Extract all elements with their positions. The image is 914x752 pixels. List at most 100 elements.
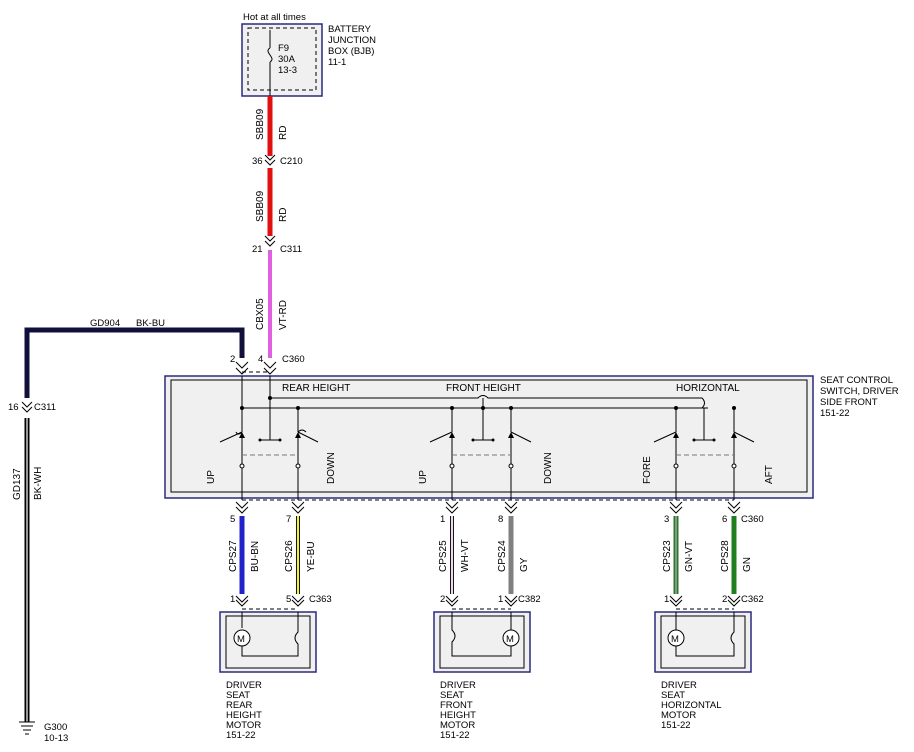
c210-pin: 36	[252, 156, 263, 167]
ground-wire-gd137: GD137 BK-WH	[12, 418, 44, 722]
bjb-title-4: 11-1	[328, 57, 346, 68]
color-label: GN-VT	[684, 541, 695, 572]
motor-glyph: M	[671, 634, 679, 645]
color-label: GY	[519, 557, 530, 572]
pin-top: 7	[286, 514, 291, 525]
fuse-name: F9	[278, 43, 289, 54]
pin-top: 1	[440, 514, 445, 525]
pin-bottom: 1	[498, 594, 503, 605]
ground-symbol: G300 10-13	[19, 721, 68, 744]
pin-top: 6	[722, 514, 727, 525]
connector-c311-ground: 16 C311	[8, 401, 56, 413]
feed-wire-cbx05: CBX05 VT-RD	[255, 250, 289, 358]
c311-name: C311	[280, 244, 302, 255]
circuit-label: CPS26	[284, 540, 295, 572]
pin-bottom: 1	[664, 594, 669, 605]
circuit-label: SBB09	[255, 190, 266, 222]
motor-label-2: SEAT	[661, 690, 685, 701]
motor-horizontal: M DRIVER SEAT HORIZONTAL MOTOR 151-22	[654, 611, 752, 731]
color-label: BU-BN	[250, 541, 261, 572]
ground-point: G300	[44, 722, 67, 733]
label-down-front: DOWN	[543, 452, 554, 484]
circuit-label: GD137	[12, 468, 23, 500]
c360-pin-ground: 2	[230, 354, 235, 365]
pin-bottom: 5	[286, 594, 291, 605]
c360-pin-feed: 4	[258, 354, 263, 365]
fuse-ref: 13-3	[278, 65, 297, 76]
color-label: RD	[278, 126, 289, 140]
pin-bottom: 2	[440, 594, 445, 605]
pin-top: 8	[498, 514, 503, 525]
wire-cps26: 7 CPS26 YE-BU 5 C363	[284, 514, 332, 605]
section-horizontal: HORIZONTAL	[676, 383, 740, 394]
c311-pin: 21	[252, 244, 263, 255]
bjb-title-3: BOX (BJB)	[328, 46, 374, 57]
motor-label-2: SEAT	[440, 690, 464, 701]
circuit-label: CPS23	[662, 540, 673, 572]
label-up-rear: UP	[206, 470, 217, 484]
motor-label-3: FRONT	[440, 700, 473, 711]
wire-cps28: 6 CPS28 GN 2 C362	[720, 514, 764, 605]
connector-c210: 36 C210	[252, 154, 303, 167]
color-label: YE-BU	[306, 541, 317, 572]
pin-bottom: 1	[230, 594, 235, 605]
wire-cps25: 1 CPS25 WH-VT 2	[438, 514, 471, 605]
motor-label-4: HEIGHT	[440, 710, 476, 721]
c210-name: C210	[280, 156, 303, 167]
gd904-color: BK-BU	[136, 318, 165, 329]
label-down-rear: DOWN	[326, 452, 337, 484]
feed-wire-sbb09-upper: SBB09 RD	[255, 96, 289, 156]
motor-label-3: REAR	[226, 700, 253, 711]
motor-label-3: HORIZONTAL	[661, 700, 722, 711]
label-aft: AFT	[764, 465, 775, 484]
color-label: BK-WH	[33, 467, 44, 500]
circuit-label: CPS27	[228, 540, 239, 572]
wire-cps24: 8 CPS24 GY 1 C382	[497, 514, 541, 605]
connector-c360-bottom: C360	[235, 499, 764, 525]
c360-bottom-name: C360	[741, 514, 764, 525]
motor-glyph: M	[506, 634, 514, 645]
pin-bottom: 2	[722, 594, 727, 605]
wire-cps27: 5 CPS27 BU-BN 1	[228, 514, 261, 605]
c311-ground-name: C311	[34, 402, 56, 413]
circuit-label: CPS28	[720, 540, 731, 572]
motor-label-1: DRIVER	[661, 680, 697, 691]
motor-label-1: DRIVER	[226, 680, 262, 691]
ground-point-ref: 10-13	[44, 733, 68, 744]
feed-wire-sbb09-lower: SBB09 RD	[255, 168, 289, 236]
circuit-label: CPS24	[497, 540, 508, 572]
wire-cps23: 3 CPS23 GN-VT 1	[662, 514, 695, 605]
pin-top: 3	[664, 514, 669, 525]
color-label: VT-RD	[278, 300, 289, 330]
motor-label-5: MOTOR	[440, 720, 475, 731]
motor-label-4: HEIGHT	[226, 710, 262, 721]
label-up-front: UP	[418, 470, 429, 484]
motor-label-5: MOTOR	[226, 720, 261, 731]
motor-rear-height: M DRIVER SEAT REAR HEIGHT MOTOR 151-22	[219, 611, 317, 741]
color-label: WH-VT	[460, 539, 471, 572]
conn-c382: C382	[518, 594, 541, 605]
motor-front-height: M DRIVER SEAT FRONT HEIGHT MOTOR 151-22	[433, 611, 531, 741]
motor-label-4: MOTOR	[661, 710, 696, 721]
motor-side-connectors	[235, 595, 741, 610]
c311-ground-pin: 16	[8, 402, 19, 413]
hot-at-all-times-label: Hot at all times	[243, 12, 306, 23]
conn-c363: C363	[309, 594, 332, 605]
motor-label-5: 151-22	[661, 720, 691, 731]
color-label: GN	[742, 557, 753, 572]
ground-wire-gd904: GD904 BK-BU	[24, 318, 245, 398]
c360-name: C360	[282, 354, 305, 365]
seat-control-switch: SEAT CONTROL SWITCH, DRIVER SIDE FRONT 1…	[164, 375, 899, 500]
fuse-rating: 30A	[278, 54, 296, 65]
circuit-label: SBB09	[255, 108, 266, 140]
bjb-title-1: BATTERY	[328, 24, 372, 35]
color-label: RD	[278, 208, 289, 222]
motor-glyph: M	[237, 634, 245, 645]
label-fore: FORE	[642, 456, 653, 484]
circuit-label: CBX05	[255, 298, 266, 330]
bjb-title-2: JUNCTION	[328, 35, 376, 46]
battery-junction-box: Hot at all times F9 30A 13-3 BATTERY JUN…	[241, 12, 376, 97]
conn-c362: C362	[741, 594, 764, 605]
switch-title-4: 151-22	[820, 408, 850, 419]
